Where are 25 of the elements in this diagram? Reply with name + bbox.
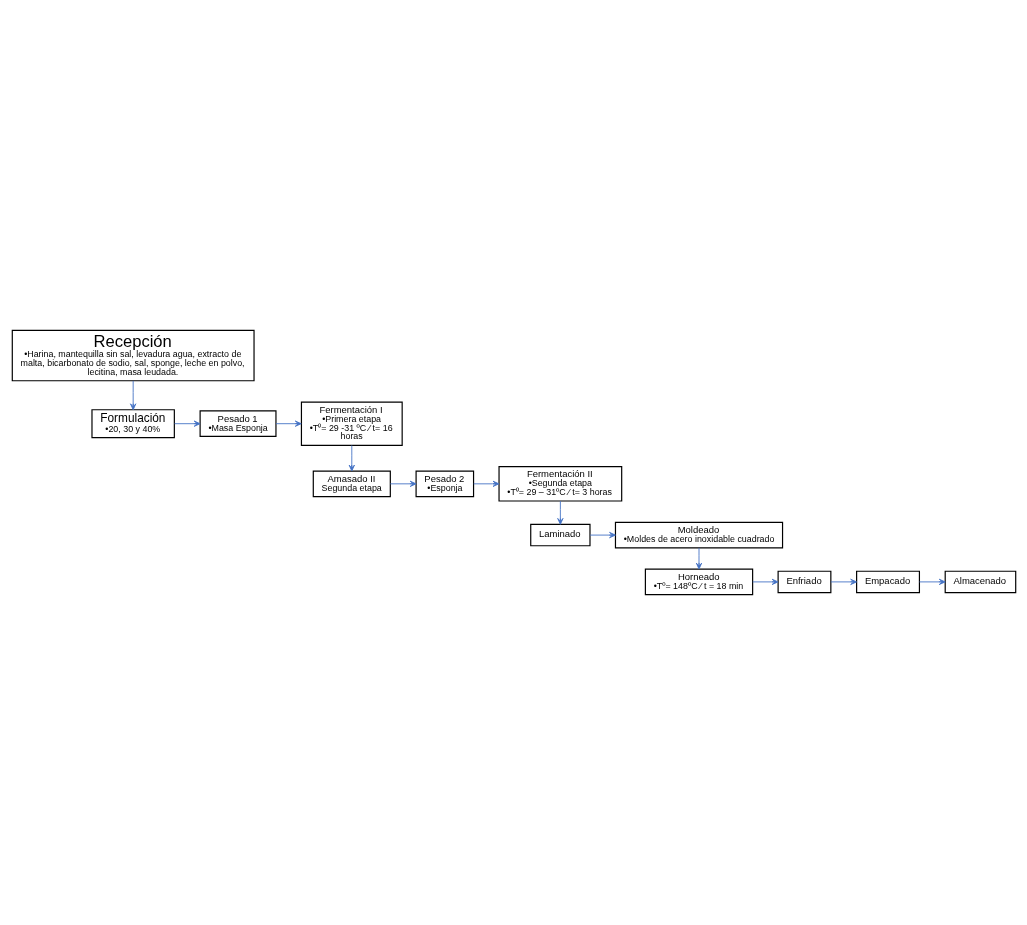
arrow bbox=[129, 380, 136, 411]
arrow bbox=[695, 547, 702, 570]
node-box: Empacado bbox=[855, 570, 920, 594]
node-box: Fermentación I •Primera etapa •T⁰= 29 -31 ºC ⁄ t= 16 horas bbox=[300, 401, 403, 446]
node-box: Horneado •Tº= 148ºC ⁄ t = 18 min bbox=[644, 568, 753, 596]
node-box: Pesado 1 •Masa Esponja bbox=[199, 410, 277, 438]
arrow bbox=[173, 420, 201, 427]
node-box: Fermentación II •Segunda etapa •T⁰= 29 – 31ºC ⁄ t= 3 horas bbox=[497, 466, 622, 502]
arrow bbox=[751, 578, 778, 585]
arrow bbox=[275, 420, 302, 427]
arrow bbox=[348, 444, 355, 472]
arrow bbox=[472, 480, 499, 487]
node-box: Recepción •Harina, mantequilla sin sal, levadura agua, extracto de malta, bicarbonato de sodio, sal, sponge, leche en polvo, lecitina, masa leudada. bbox=[11, 329, 255, 382]
arrow bbox=[389, 480, 417, 487]
node-box: Almacenado bbox=[944, 570, 1016, 594]
node-box: Enfriado bbox=[777, 570, 831, 594]
arrow bbox=[918, 578, 946, 585]
arrow bbox=[829, 578, 857, 585]
node-box: Amasado II Segunda etapa bbox=[312, 470, 391, 498]
arrow bbox=[556, 500, 563, 525]
arrow bbox=[589, 531, 616, 539]
node-box: Moldeado •Moldes de acero inoxidable cuadrado bbox=[614, 521, 783, 549]
node-box: Pesado 2 •Esponja bbox=[415, 470, 474, 498]
node-box: Laminado bbox=[529, 523, 591, 547]
node-box: Formulación •20, 30 y 40% bbox=[90, 409, 175, 439]
